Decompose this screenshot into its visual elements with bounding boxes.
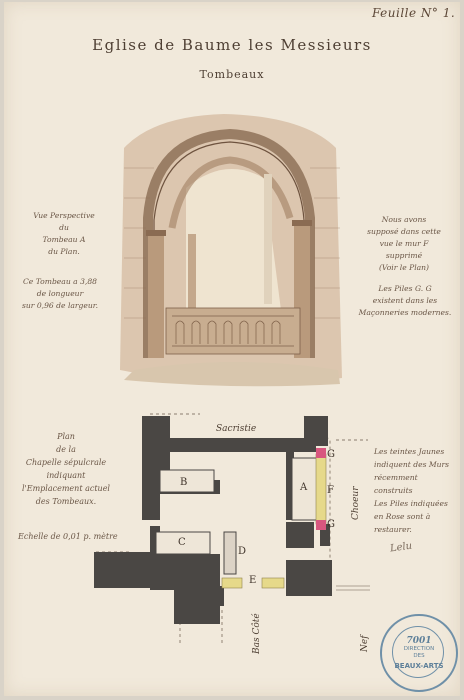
caption-line: Tombeau A bbox=[42, 235, 86, 244]
note-line: (Voir le Plan) bbox=[378, 263, 430, 272]
scale-note: Echelle de 0,01 p. mètre bbox=[18, 532, 118, 541]
plan-letter-f: F bbox=[327, 485, 334, 496]
stamp-beaux-arts: BEAUX-ARTS bbox=[394, 662, 444, 670]
sheet-number: Feuille N° 1. bbox=[372, 6, 456, 20]
stamp-direction: DIRECTION bbox=[403, 646, 435, 652]
tomb-perspective-drawing bbox=[120, 114, 342, 387]
caption-line: Chapelle sépulcrale bbox=[25, 458, 107, 467]
label-choeur: Choeur bbox=[351, 486, 361, 520]
commission-stamp: 7001 DIRECTION DES BEAUX-ARTS bbox=[380, 614, 458, 692]
note-line: Nous avons bbox=[381, 215, 427, 224]
note-line: existent dans les bbox=[372, 296, 438, 305]
perspective-caption: Vue Perspective du Tombeau A du Plan. bbox=[14, 210, 114, 258]
caption-line: du bbox=[59, 223, 69, 232]
page-title: Eglise de Baume les Messieurs bbox=[92, 36, 372, 54]
note-line: Maçonneries modernes. bbox=[358, 308, 452, 317]
piles-note: Les Piles G. G existent dans les Maçonne… bbox=[352, 283, 458, 319]
stamp-inner-ring bbox=[392, 626, 444, 678]
label-sacristie: Sacristie bbox=[216, 424, 257, 434]
note-line: Les Piles indiquées bbox=[374, 499, 448, 508]
note-line: Les teintes Jaunes bbox=[374, 447, 445, 456]
plan-letter-a: A bbox=[300, 482, 308, 493]
note-line: Les Piles G. G bbox=[378, 284, 432, 293]
stamp-number: 7001 bbox=[406, 636, 432, 646]
plan-letter-g-top: G bbox=[327, 449, 335, 460]
tomb-dimensions-note: Ce Tombeau a 3,88 de longueur sur 0,96 d… bbox=[10, 276, 110, 312]
wall-removed-note: Nous avons supposé dans cette vue le mur… bbox=[352, 214, 456, 274]
caption-line: l'Emplacement actuel bbox=[22, 484, 110, 493]
note-line: sur 0,96 de largeur. bbox=[22, 301, 98, 310]
caption-line: de la bbox=[56, 445, 76, 454]
plan-letter-c: C bbox=[178, 537, 186, 548]
plan-letter-b: B bbox=[180, 477, 188, 488]
plan-letter-d: D bbox=[238, 546, 247, 557]
stamp-des: DES bbox=[413, 653, 425, 659]
plan-letter-g-bottom: G bbox=[327, 519, 335, 530]
note-line: restaurer. bbox=[374, 525, 412, 534]
note-line: Ce Tombeau a 3,88 bbox=[22, 277, 97, 286]
caption-line: des Tombeaux. bbox=[35, 497, 97, 506]
caption-line: du Plan. bbox=[48, 247, 80, 256]
note-line: vue le mur F bbox=[379, 239, 429, 248]
note-line: de longueur bbox=[36, 289, 84, 298]
plan-caption: Plan de la Chapelle sépulcrale indiquant… bbox=[10, 430, 122, 508]
note-line: supposé dans cette bbox=[367, 227, 441, 236]
plan-letter-e: E bbox=[249, 575, 257, 586]
note-line: en Rose sont à bbox=[374, 512, 431, 521]
color-legend-note: Les teintes Jaunes indiquent des Murs ré… bbox=[374, 445, 458, 536]
caption-line: indiquant bbox=[46, 471, 86, 480]
note-line: récemment construits bbox=[374, 473, 418, 495]
note-line: supprimé bbox=[385, 251, 423, 260]
note-line: indiquent des Murs bbox=[374, 460, 450, 469]
label-nef: Nef bbox=[360, 635, 370, 652]
caption-line: Plan bbox=[57, 432, 75, 441]
page-subtitle: Tombeaux bbox=[199, 68, 265, 81]
chapel-floor-plan bbox=[94, 413, 370, 646]
label-bas-cote: Bas Côté bbox=[252, 613, 262, 654]
caption-line: Vue Perspective bbox=[33, 211, 95, 220]
